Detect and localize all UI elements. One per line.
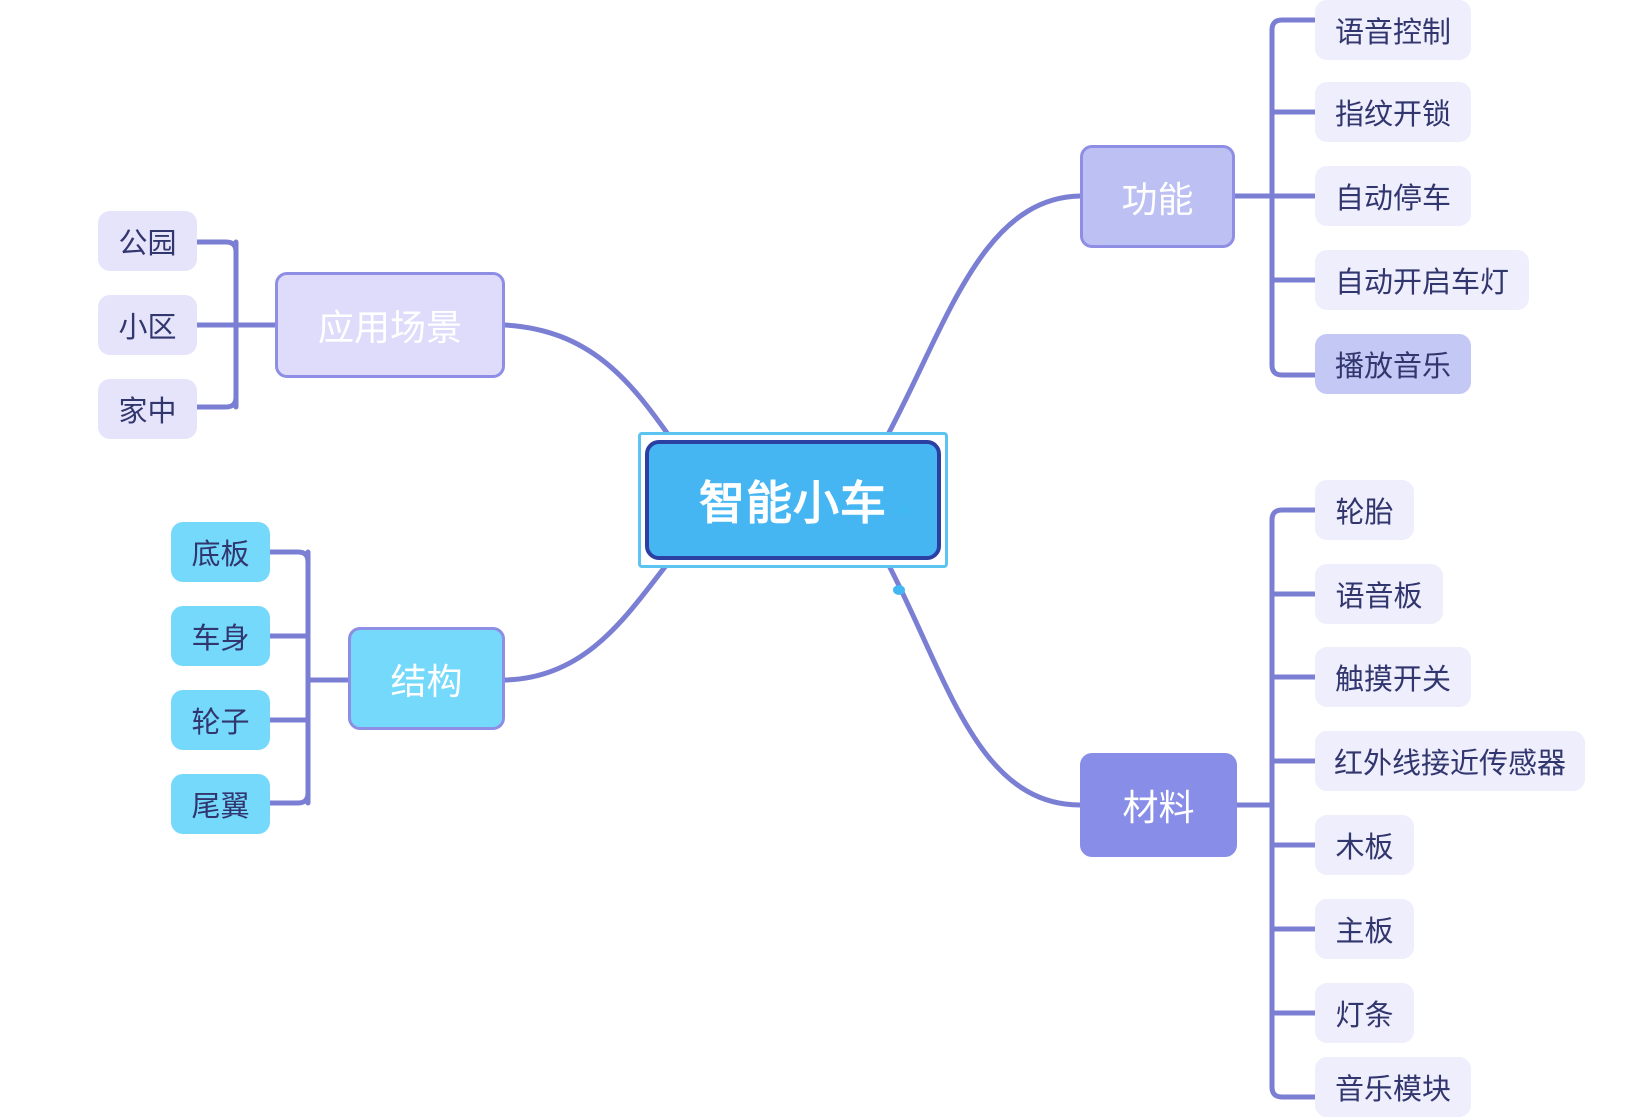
leaf-function-5[interactable]: 播放音乐 [1315,334,1471,394]
link-structure-bracket [267,549,351,806]
leaf-structure-3[interactable]: 轮子 [171,690,270,750]
leaf-scene-1[interactable]: 公园 [98,211,197,271]
leaf-scene-2[interactable]: 小区 [98,295,197,355]
link-root-material [882,555,1083,808]
leaf-label: 播放音乐 [1335,349,1452,383]
leaf-label: 灯条 [1335,998,1394,1032]
link-function-bracket [1232,17,1318,378]
leaf-material-7[interactable]: 灯条 [1315,983,1414,1043]
leaf-structure-2[interactable]: 车身 [171,606,270,666]
leaf-label: 自动停车 [1335,181,1452,215]
leaf-label: 小区 [118,310,177,344]
leaf-label: 轮子 [191,705,250,739]
branch-function-label: 功能 [1121,179,1194,221]
leaf-label: 语音控制 [1335,15,1452,49]
leaf-function-1[interactable]: 语音控制 [1315,0,1471,60]
leaf-material-1[interactable]: 轮胎 [1315,480,1414,540]
leaf-scene-3[interactable]: 家中 [98,379,197,439]
leaf-label: 主板 [1335,914,1394,948]
leaf-label: 自动开启车灯 [1335,265,1510,299]
leaf-label: 尾翼 [191,789,250,823]
branch-material[interactable]: 材料 [1080,753,1237,857]
leaf-function-2[interactable]: 指纹开锁 [1315,82,1471,142]
leaf-label: 公园 [118,226,177,260]
root-anchor-dot[interactable] [897,505,909,515]
link-root-scene [502,322,675,443]
leaf-label: 语音板 [1335,579,1423,613]
leaf-function-4[interactable]: 自动开启车灯 [1315,250,1529,310]
branch-structure-label: 结构 [390,661,463,703]
root-label: 智能小车 [699,476,887,530]
link-scene-bracket [194,239,278,410]
branch-function[interactable]: 功能 [1080,145,1235,248]
root-anchor-dot-lower[interactable] [893,585,905,595]
link-material-bracket [1232,507,1318,1100]
leaf-label: 车身 [191,621,250,655]
leaf-material-3[interactable]: 触摸开关 [1315,647,1471,707]
branch-scene-label: 应用场景 [317,308,462,349]
link-root-structure [502,555,675,683]
branch-structure[interactable]: 结构 [348,627,505,730]
leaf-label: 木板 [1335,830,1394,864]
leaf-label: 指纹开锁 [1335,97,1452,131]
leaf-material-2[interactable]: 语音板 [1315,564,1443,624]
leaf-label: 触摸开关 [1335,662,1452,696]
leaf-label: 底板 [191,537,250,571]
leaf-material-6[interactable]: 主板 [1315,899,1414,959]
branch-scene[interactable]: 应用场景 [275,272,505,378]
leaf-label: 红外线接近传感器 [1334,746,1567,780]
leaf-material-5[interactable]: 木板 [1315,815,1414,875]
leaf-label: 轮胎 [1335,495,1394,529]
root-node[interactable]: 智能小车 [645,440,941,560]
leaf-function-3[interactable]: 自动停车 [1315,166,1471,226]
leaf-material-4[interactable]: 红外线接近传感器 [1315,731,1585,791]
leaf-label: 音乐模块 [1335,1072,1452,1106]
leaf-structure-4[interactable]: 尾翼 [171,774,270,834]
leaf-material-8[interactable]: 音乐模块 [1315,1057,1471,1117]
leaf-label: 家中 [118,394,177,428]
link-root-function [882,193,1083,443]
branch-material-label: 材料 [1122,788,1195,829]
leaf-structure-1[interactable]: 底板 [171,522,270,582]
